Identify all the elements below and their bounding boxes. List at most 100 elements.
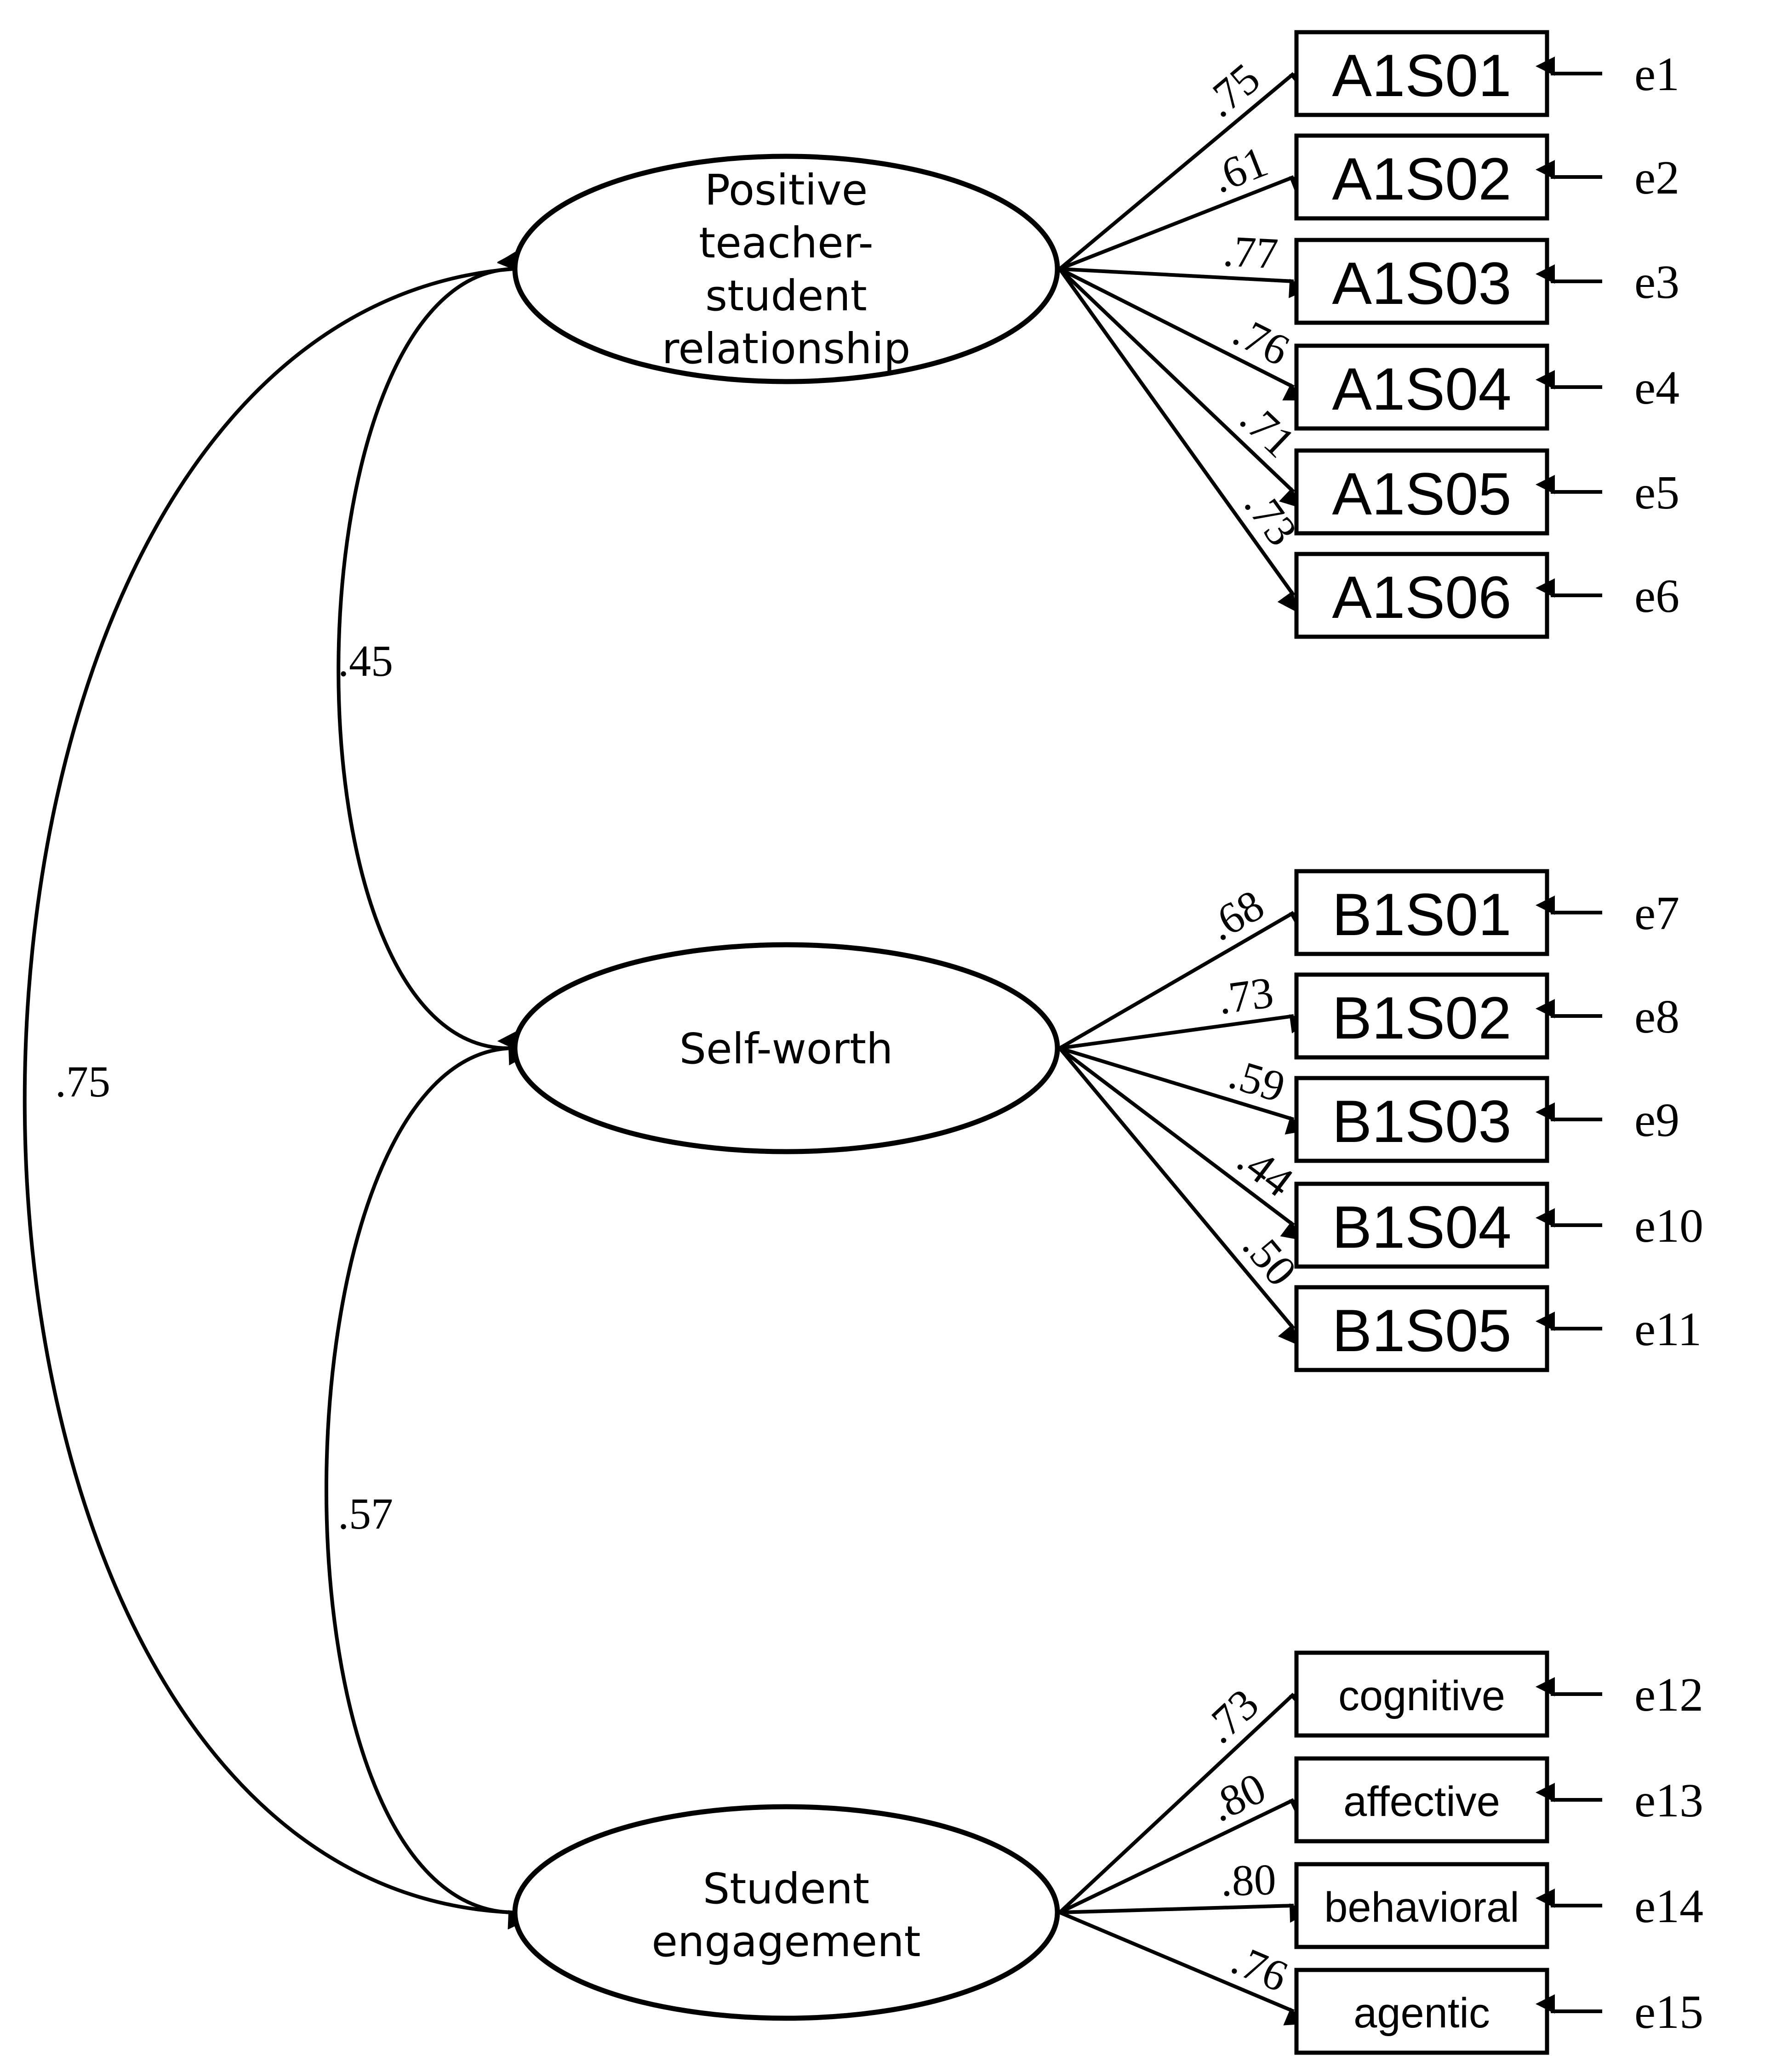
error-label: e3 — [1634, 256, 1679, 308]
indicator-box — [1294, 1076, 1549, 1163]
latent-label-line: teacher- — [699, 218, 874, 268]
correlation-coef-self-worth-engagement: .57 — [338, 1489, 393, 1538]
indicator-box — [1294, 1862, 1549, 1949]
indicator-label: affective — [1343, 1778, 1500, 1825]
indicator-affective: .80 affective e13 — [1059, 1756, 1703, 1914]
indicator-cognitive: .73 cognitive e12 — [1058, 1650, 1703, 1914]
indicator-a1s03: .77 A1S03 e3 — [1059, 226, 1679, 325]
loading-coef: .80 — [1220, 1855, 1277, 1906]
error-label: e8 — [1634, 990, 1679, 1043]
indicator-agentic: .76 agentic e15 — [1059, 1911, 1703, 2055]
indicator-behavioral: .80 behavioral e14 — [1059, 1855, 1703, 1949]
indicator-box — [1294, 552, 1549, 639]
indicator-box — [1294, 448, 1549, 536]
latent-label-line: Self-worth — [679, 1024, 893, 1073]
error-label: e13 — [1634, 1774, 1703, 1827]
loading-arrow — [1059, 1014, 1310, 1050]
loading-coef: .71 — [1231, 393, 1305, 467]
loading-coef: .73 — [1215, 967, 1276, 1023]
indicator-label: A1S03 — [1332, 250, 1511, 317]
loading-arrow — [1058, 911, 1311, 1050]
error-label: e14 — [1634, 1880, 1703, 1933]
indicator-label: cognitive — [1338, 1672, 1505, 1719]
loading-coef: .44 — [1228, 1134, 1302, 1206]
latent-ellipse — [512, 1804, 1060, 2021]
latent-label-line: Positive — [705, 166, 868, 215]
loading-coef: .68 — [1199, 880, 1272, 950]
correlation-coef-ptsr-self-worth: .45 — [338, 636, 393, 685]
correlation-curve-ptsr-self-worth — [337, 251, 528, 1066]
latent-label-line: student — [705, 271, 867, 320]
loading-arrow — [1059, 175, 1311, 271]
loading-arrow — [1058, 1047, 1298, 1345]
indicator-b1s02: .73 B1S02 e8 — [1059, 967, 1679, 1060]
indicator-label: agentic — [1353, 1990, 1490, 2037]
indicator-label: B1S01 — [1332, 881, 1511, 948]
error-label: e9 — [1634, 1094, 1679, 1147]
error-label: e6 — [1634, 570, 1679, 622]
indicator-box — [1294, 972, 1549, 1060]
latent-self-worth: Self-worth — [512, 942, 1060, 1154]
loading-arrow — [1059, 267, 1309, 298]
indicator-label: behavioral — [1324, 1884, 1519, 1931]
loading-arrow — [1059, 1911, 1305, 2026]
indicator-label: B1S03 — [1332, 1088, 1511, 1155]
indicator-box — [1294, 1285, 1549, 1372]
loading-coef: .76 — [1226, 306, 1297, 375]
loading-arrow — [1058, 69, 1310, 271]
latent-label-line: Student — [703, 1864, 869, 1913]
loading-arrow — [1059, 1046, 1306, 1135]
indicator-label: A1S04 — [1332, 355, 1511, 422]
loading-coef: .73 — [1194, 1679, 1268, 1752]
indicator-label: A1S06 — [1332, 564, 1511, 631]
indicator-box — [1294, 30, 1549, 117]
latent-ellipse — [512, 154, 1060, 384]
loading-coef: .77 — [1222, 226, 1279, 278]
indicator-box — [1294, 1968, 1549, 2055]
loading-coef: .61 — [1205, 137, 1274, 203]
loading-arrow — [1059, 267, 1304, 401]
error-label: e12 — [1634, 1668, 1703, 1721]
indicator-box — [1294, 869, 1549, 956]
correlation-coef-ptsr-engagement: .75 — [55, 1057, 110, 1106]
loading-arrow — [1059, 1798, 1311, 1914]
indicator-box — [1294, 343, 1549, 431]
indicator-label: A1S01 — [1332, 42, 1511, 109]
latent-label-line: engagement — [651, 1917, 920, 1966]
latent-label-line: relationship — [662, 324, 911, 373]
error-label: e11 — [1634, 1303, 1701, 1356]
correlation-curve-self-worth-engagement — [324, 1031, 528, 1929]
indicator-box — [1294, 133, 1549, 221]
loading-coef: .80 — [1202, 1763, 1273, 1831]
indicator-box — [1294, 238, 1549, 325]
loading-arrow — [1058, 268, 1297, 612]
error-label: e2 — [1634, 151, 1679, 204]
latent-engagement: Student engagement — [512, 1804, 1060, 2021]
indicator-label: B1S04 — [1332, 1193, 1511, 1261]
error-label: e4 — [1634, 361, 1679, 414]
error-label: e5 — [1634, 466, 1679, 519]
loading-arrow — [1058, 1046, 1302, 1240]
latent-ellipse — [512, 942, 1060, 1154]
indicator-label: B1S05 — [1332, 1297, 1511, 1364]
error-label: e15 — [1634, 1986, 1703, 2038]
error-label: e10 — [1634, 1199, 1703, 1252]
error-label: e7 — [1634, 887, 1679, 940]
loading-arrow — [1058, 1689, 1310, 1914]
loading-arrow — [1059, 1903, 1309, 1923]
loading-coef: .76 — [1225, 1935, 1295, 2001]
indicator-label: B1S02 — [1332, 984, 1511, 1051]
indicator-label: A1S02 — [1332, 145, 1511, 212]
indicator-label: A1S05 — [1332, 460, 1511, 527]
correlation-curve-ptsr-engagement — [23, 251, 528, 1929]
loading-coef: .75 — [1195, 53, 1269, 126]
